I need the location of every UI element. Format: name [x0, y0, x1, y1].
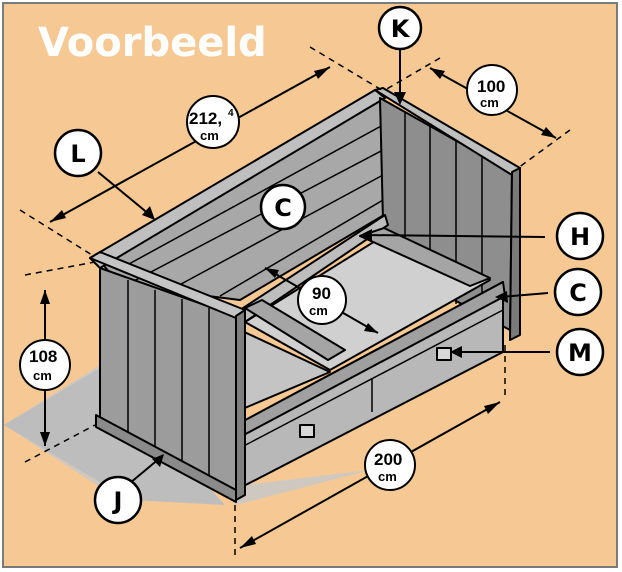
base-board: [95, 414, 237, 503]
divider-board: [244, 299, 346, 361]
rear-board: [359, 227, 491, 287]
svg-text:L: L: [70, 140, 85, 168]
dim-height: 108 cm: [19, 339, 71, 391]
svg-text:cm: cm: [200, 128, 219, 143]
callout-arrowheads: [142, 92, 508, 467]
drawer-handle-left: [299, 424, 315, 438]
bench: [89, 87, 521, 503]
svg-text:J: J: [112, 487, 123, 515]
drawer-handle-right: [436, 347, 452, 361]
svg-text:200: 200: [374, 450, 402, 469]
svg-text:90: 90: [312, 284, 331, 303]
svg-text:4: 4: [228, 108, 234, 119]
back-planks: [117, 124, 384, 297]
svg-text:K: K: [391, 15, 411, 43]
svg-text:C: C: [274, 194, 292, 222]
svg-text:cm: cm: [378, 469, 397, 484]
svg-text:H: H: [570, 223, 590, 251]
svg-text:212,: 212,: [189, 109, 222, 128]
dim-length-total: 212, 4 cm: [186, 95, 240, 149]
callout-C-back: C: [259, 183, 307, 231]
svg-text:M: M: [568, 339, 592, 367]
svg-text:108: 108: [29, 347, 57, 366]
svg-text:cm: cm: [33, 368, 52, 383]
callout-H: H: [555, 211, 605, 261]
callout-M: M: [555, 327, 605, 377]
svg-text:C: C: [569, 279, 587, 307]
callout-K: K: [377, 5, 423, 51]
callout-J: J: [93, 475, 143, 525]
dim-depth: 100 cm: [466, 64, 518, 116]
svg-text:100: 100: [477, 77, 505, 96]
svg-text:cm: cm: [480, 95, 499, 110]
callout-leaders: [97, 48, 550, 484]
callout-L: L: [53, 128, 103, 178]
title-text: Voorbeeld: [38, 20, 267, 66]
extension-lines: [19, 46, 571, 560]
callout-C-front: C: [553, 267, 603, 317]
back-top-rail: [89, 89, 386, 269]
svg-text:cm: cm: [309, 303, 328, 318]
dim-length: 200 cm: [364, 439, 416, 491]
dim-inner-depth: 90 cm: [297, 275, 347, 325]
arrow-heads: [40, 67, 556, 548]
